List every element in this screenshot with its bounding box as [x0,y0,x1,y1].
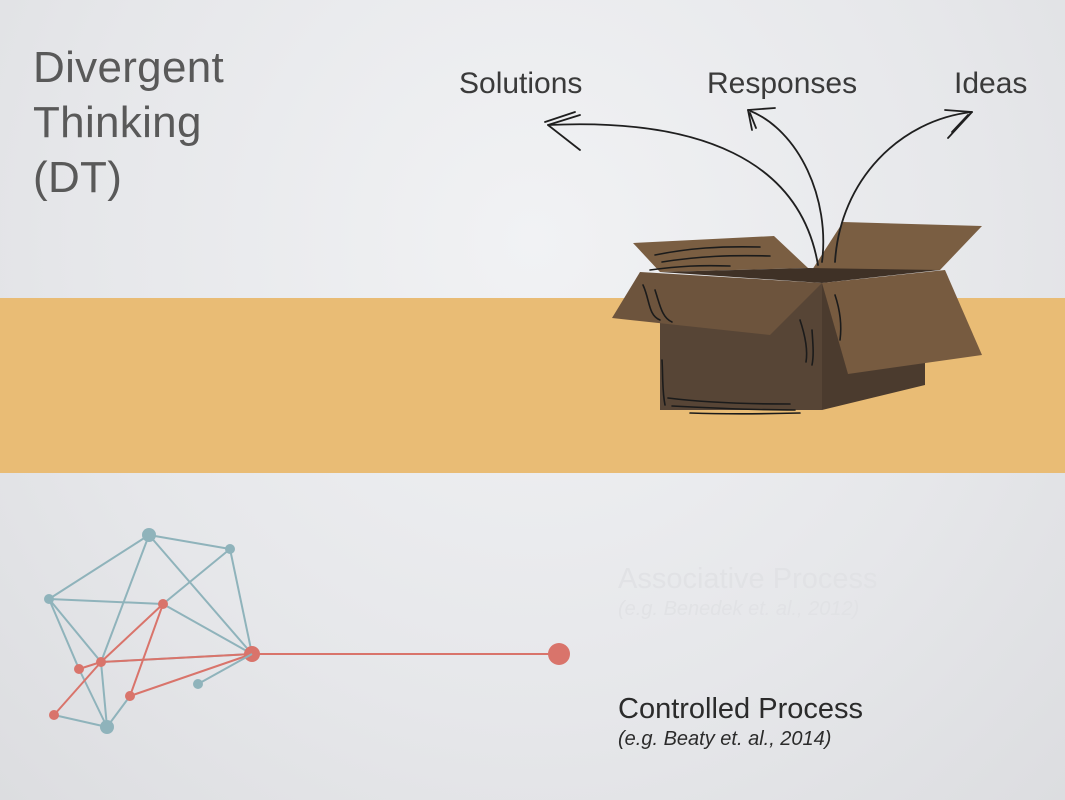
controlled-process-citation: (e.g. Beaty et. al., 2014) [618,728,832,750]
arrow-to-ideas [834,111,973,263]
controlled-path-edges [53,603,559,716]
controlled-process-name: Controlled Process [618,693,863,725]
box-back-left-flap [633,236,808,272]
label-ideas: Ideas [954,67,1028,100]
scribbles [642,245,842,415]
label-solutions: Solutions [459,67,583,100]
arrows [544,107,973,266]
controlled-nodes [49,599,570,720]
arrow-to-responses [747,109,825,263]
controlled-process: Controlled Process (e.g. Beaty et. al., … [618,693,863,751]
box-back-right-flap [812,222,982,270]
associative-process-name: Associative Process [618,563,878,595]
network-edges [48,534,253,728]
associative-process: Associative Process (e.g. Benedek et. al… [618,563,878,621]
label-responses: Responses [707,67,858,100]
slide-title: Divergent Thinking (DT) [33,43,225,202]
associative-process-citation: (e.g. Benedek et. al., 2012) [618,598,860,620]
box-inside [660,268,940,283]
box-front-right-flap [822,270,982,374]
box-front-left-flap [612,272,822,335]
arrow-to-solutions [547,123,819,266]
